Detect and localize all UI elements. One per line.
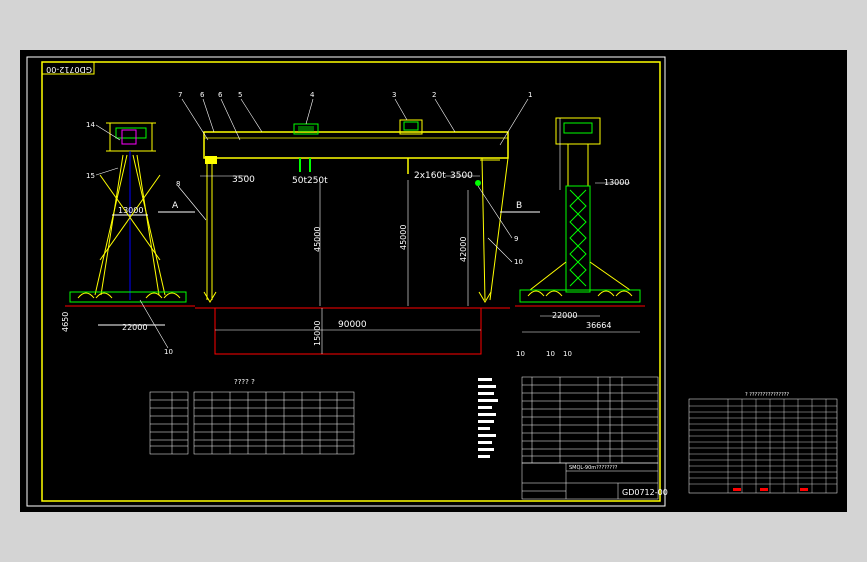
title-block-code: GD0712-00 (622, 488, 668, 497)
param-table-title: ???? ? (234, 378, 255, 386)
callout-4: 4 (310, 91, 315, 99)
dim-left-offset: 3500 (232, 175, 255, 185)
param-table-main (193, 391, 355, 455)
dim-height-3: 42000 (459, 237, 468, 262)
callout-10-front: 10 (514, 258, 523, 266)
callout-9: 9 (514, 235, 518, 243)
section-b-label: B (516, 201, 522, 211)
callout-5: 5 (238, 91, 242, 99)
corner-code-box (41, 61, 95, 75)
dim-end-width-top: 13000 (604, 178, 629, 187)
callout-8: 8 (176, 180, 180, 188)
callout-10-end-b: 10 (546, 350, 555, 358)
model-space[interactable] (20, 50, 847, 512)
dim-underspan: 15000 (313, 321, 322, 346)
dim-height-2: 45000 (399, 225, 408, 250)
callout-6a: 6 (200, 91, 205, 99)
callout-7: 7 (178, 91, 182, 99)
technical-notes (478, 378, 498, 458)
dim-side-height: 4650 (61, 312, 70, 332)
dim-right-offset: 3500 (450, 171, 473, 181)
front-view (158, 119, 540, 355)
callout-14: 14 (86, 121, 95, 129)
callout-10-end-c: 10 (563, 350, 572, 358)
title-block (521, 462, 659, 500)
dim-side-width-top: 13000 (118, 206, 143, 215)
title-block-name: SMQL-90m???????? (569, 465, 618, 471)
sheet-outer-border (26, 56, 666, 507)
section-a-label: A (172, 201, 179, 211)
dim-span: 90000 (338, 320, 367, 330)
sheet-inner-border (41, 61, 661, 502)
dim-hoist-main: 50t250t (292, 176, 328, 186)
callout-10-end-a: 10 (516, 350, 525, 358)
param-table-small (149, 391, 189, 455)
end-view-right (515, 117, 645, 333)
callout-15: 15 (86, 172, 95, 180)
dim-end-base-1: 22000 (552, 311, 577, 320)
dim-side-base: 22000 (122, 323, 147, 332)
dim-height-1: 45000 (313, 227, 322, 252)
right-table-title: ? ??????????????? (745, 392, 789, 398)
right-detail-table (688, 398, 838, 494)
callout-2: 2 (432, 91, 436, 99)
callout-6b: 6 (218, 91, 223, 99)
corner-code: GD0712-00 (46, 65, 92, 74)
callout-10-left: 10 (164, 348, 173, 356)
side-view-left (65, 122, 195, 326)
callout-3: 3 (392, 91, 396, 99)
dim-hoist-aux: 2x160t (414, 171, 446, 181)
callout-1: 1 (528, 91, 532, 99)
front-leader-lines (177, 98, 529, 263)
dim-end-base-2: 36664 (586, 321, 611, 330)
